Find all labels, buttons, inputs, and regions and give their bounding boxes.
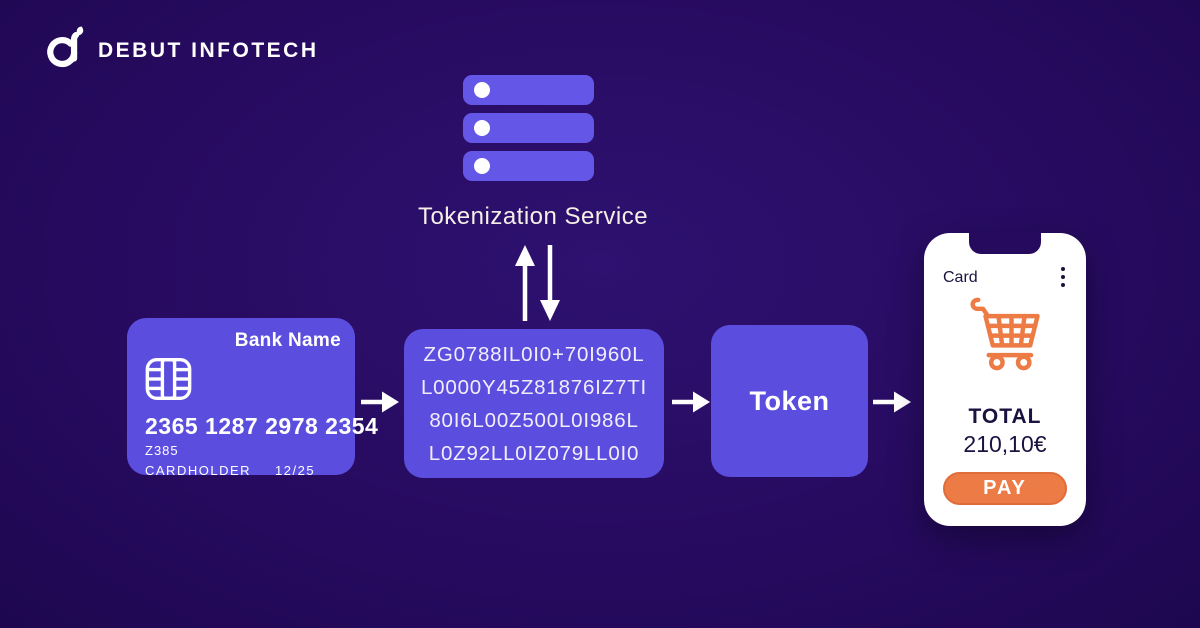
arrow-right-icon [671,389,711,420]
bank-name: Bank Name [234,330,341,351]
token-box: Token [711,325,868,477]
token-string-line: 80I6L00Z500L0I986L [429,408,639,432]
pay-button[interactable]: PAY [943,472,1067,505]
server-indicator-dot [474,82,490,98]
total-amount: 210,10€ [963,431,1047,457]
card-expiry: 12/25 [275,463,316,478]
card-chip-icon [145,357,341,406]
phone-mockup: Card TOTAL 210,10€ PAY [924,233,1086,526]
arrow-right-icon [360,389,400,420]
shopping-cart-icon [964,295,1046,378]
token-string-box: ZG0788IL0I0+70I960L L0000Y45Z81876IZ7TI … [404,329,664,478]
cardholder-label: CARDHOLDER [145,463,252,478]
card-number: 2365 1287 2978 2354 [145,413,379,439]
token-string-line: L0Z92LL0IZ079LL0I0 [428,441,640,465]
arrow-down-icon [540,245,560,321]
logo-text: DEBUT INFOTECH [98,38,319,62]
server-indicator-dot [474,120,490,136]
bank-card: Bank Name 2365 1287 2978 2354 Z385 CARDH… [127,318,379,478]
phone-notch [969,233,1041,254]
server-bar [463,113,594,143]
phone-card-label: Card [943,269,978,286]
tokenization-service-label: Tokenization Service [417,203,649,230]
token-box-label: Token [749,385,830,416]
card-code: Z385 [145,443,179,458]
server-indicator-dot [474,158,490,174]
total-label: TOTAL [968,405,1042,428]
token-string-line: L0000Y45Z81876IZ7TI [420,375,648,399]
server-icon [463,75,594,189]
server-bar [463,75,594,105]
arrow-up-icon [515,245,535,321]
server-bar [463,151,594,181]
debut-infotech-logo: DEBUT INFOTECH [44,24,319,77]
arrow-right-icon [872,389,912,420]
bidirectional-arrows [510,243,570,328]
debut-infotech-logo-icon [44,24,86,77]
token-string-line: ZG0788IL0I0+70I960L [423,342,645,366]
kebab-menu-icon[interactable] [1061,267,1065,287]
